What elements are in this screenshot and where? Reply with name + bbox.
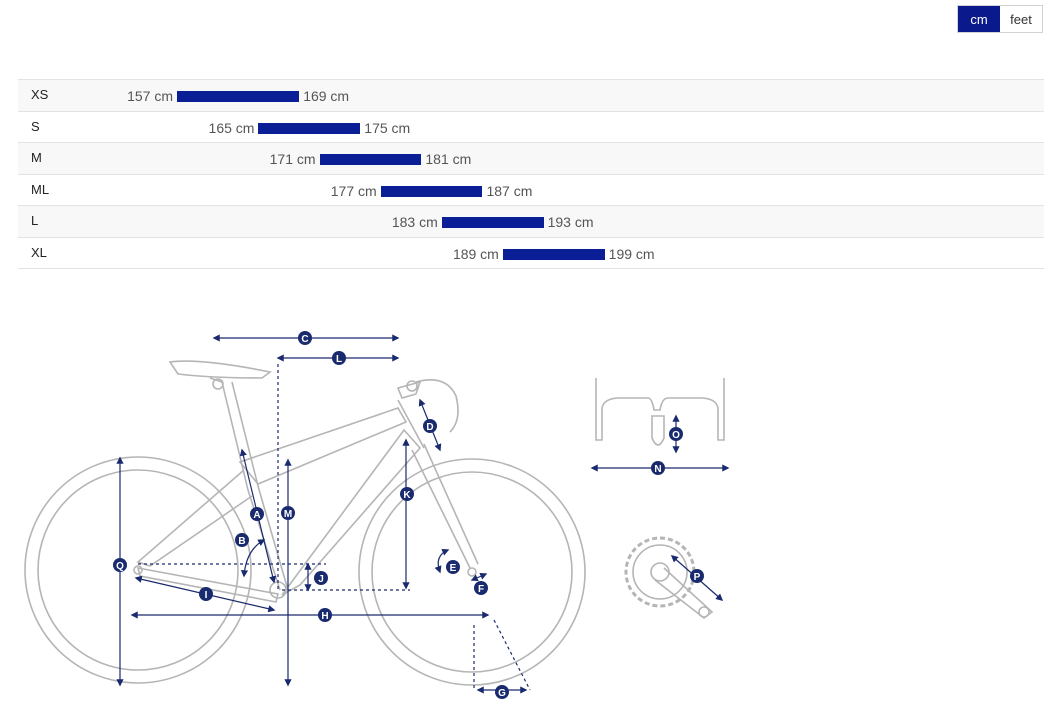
range-min-label: 177 cm — [330, 182, 377, 199]
size-label: ML — [31, 181, 50, 197]
range-max-label: 199 cm — [608, 245, 655, 262]
range-max-label: 169 cm — [303, 88, 350, 104]
size-row-xl: XL 189 cm 199 cm — [18, 237, 1044, 269]
svg-text:K: K — [403, 490, 411, 501]
range-min-label: 183 cm — [391, 214, 438, 230]
range-min-label: 157 cm — [127, 88, 173, 104]
marker-c: C — [298, 331, 312, 345]
marker-i: I — [199, 587, 213, 601]
handlebar — [415, 379, 459, 433]
top-tube — [238, 407, 408, 485]
marker-p: P — [690, 569, 704, 583]
svg-text:C: C — [301, 334, 308, 345]
marker-g: G — [495, 685, 509, 699]
size-label: XL — [31, 244, 47, 260]
marker-f: F — [474, 581, 488, 595]
size-row-s: S 165 cm 175 cm — [18, 111, 1044, 143]
size-row-l: L 183 cm 193 cm — [18, 206, 1044, 238]
range-max-label: 175 cm — [364, 119, 411, 136]
range-bar — [502, 248, 605, 260]
front-wheel-tire — [358, 458, 586, 686]
svg-text:H: H — [321, 611, 328, 622]
range-min-label: 189 cm — [452, 245, 499, 262]
range-max-label: 193 cm — [547, 214, 594, 230]
seat-stay — [136, 469, 253, 567]
marker-d: D — [423, 419, 437, 433]
dimension-lines — [116, 334, 730, 694]
size-row-ml: ML 177 cm 187 cm — [18, 174, 1044, 206]
range-bar — [177, 91, 300, 102]
size-label: L — [31, 213, 39, 228]
range-max-label: 187 cm — [486, 182, 533, 199]
marker-h: H — [318, 608, 332, 622]
range-max-label: 181 cm — [425, 151, 472, 167]
size-label: M — [31, 150, 42, 165]
geometry-diagram: C L D K M A B Q J E F I H G O N P — [0, 300, 1058, 714]
svg-text:D: D — [426, 422, 433, 433]
marker-q: Q — [113, 558, 127, 572]
down-tube — [281, 428, 422, 596]
svg-text:I: I — [205, 590, 208, 601]
svg-text:G: G — [498, 688, 506, 699]
bicycle-illustration — [24, 360, 586, 686]
svg-text:A: A — [253, 510, 260, 521]
marker-o: O — [669, 427, 683, 441]
marker-l: L — [332, 351, 346, 365]
fork — [411, 443, 479, 569]
range-min-label: 165 cm — [208, 119, 255, 136]
range-min-label: 171 cm — [269, 151, 316, 167]
size-row-m: M 171 cm 181 cm — [18, 143, 1044, 175]
saddle — [168, 360, 272, 379]
marker-j: J — [314, 571, 328, 585]
svg-text:O: O — [672, 430, 680, 441]
unit-toggle: cm feet — [957, 5, 1043, 33]
size-label: XS — [31, 87, 49, 102]
marker-k: K — [400, 487, 414, 501]
stem — [396, 380, 422, 399]
marker-m: M — [281, 506, 295, 520]
svg-text:M: M — [284, 509, 292, 520]
svg-text:P: P — [694, 572, 701, 583]
range-bar — [258, 122, 361, 134]
dimension-labels: C L D K M A B Q J E F I H G O N P — [113, 331, 704, 699]
range-bar — [319, 154, 422, 165]
svg-text:J: J — [318, 574, 324, 585]
range-bar — [380, 185, 483, 197]
svg-text:Q: Q — [116, 561, 124, 572]
unit-feet-button[interactable]: feet — [1000, 6, 1042, 32]
handlebar-top-view — [595, 378, 725, 446]
svg-text:F: F — [478, 584, 484, 595]
size-label: S — [31, 118, 40, 134]
size-row-xs: XS 157 cm 169 cm — [18, 80, 1044, 112]
marker-e: E — [446, 560, 460, 574]
marker-a: A — [250, 507, 264, 521]
range-bar — [441, 217, 544, 228]
svg-text:L: L — [336, 354, 342, 365]
size-chart: XS 157 cm 169 cm S 165 cm 175 cm M 171 c… — [18, 79, 1044, 269]
marker-n: N — [651, 461, 665, 475]
unit-cm-button[interactable]: cm — [958, 6, 1000, 32]
marker-b: B — [235, 533, 249, 547]
svg-text:N: N — [654, 464, 661, 475]
svg-text:E: E — [450, 563, 457, 574]
svg-text:B: B — [238, 536, 245, 547]
